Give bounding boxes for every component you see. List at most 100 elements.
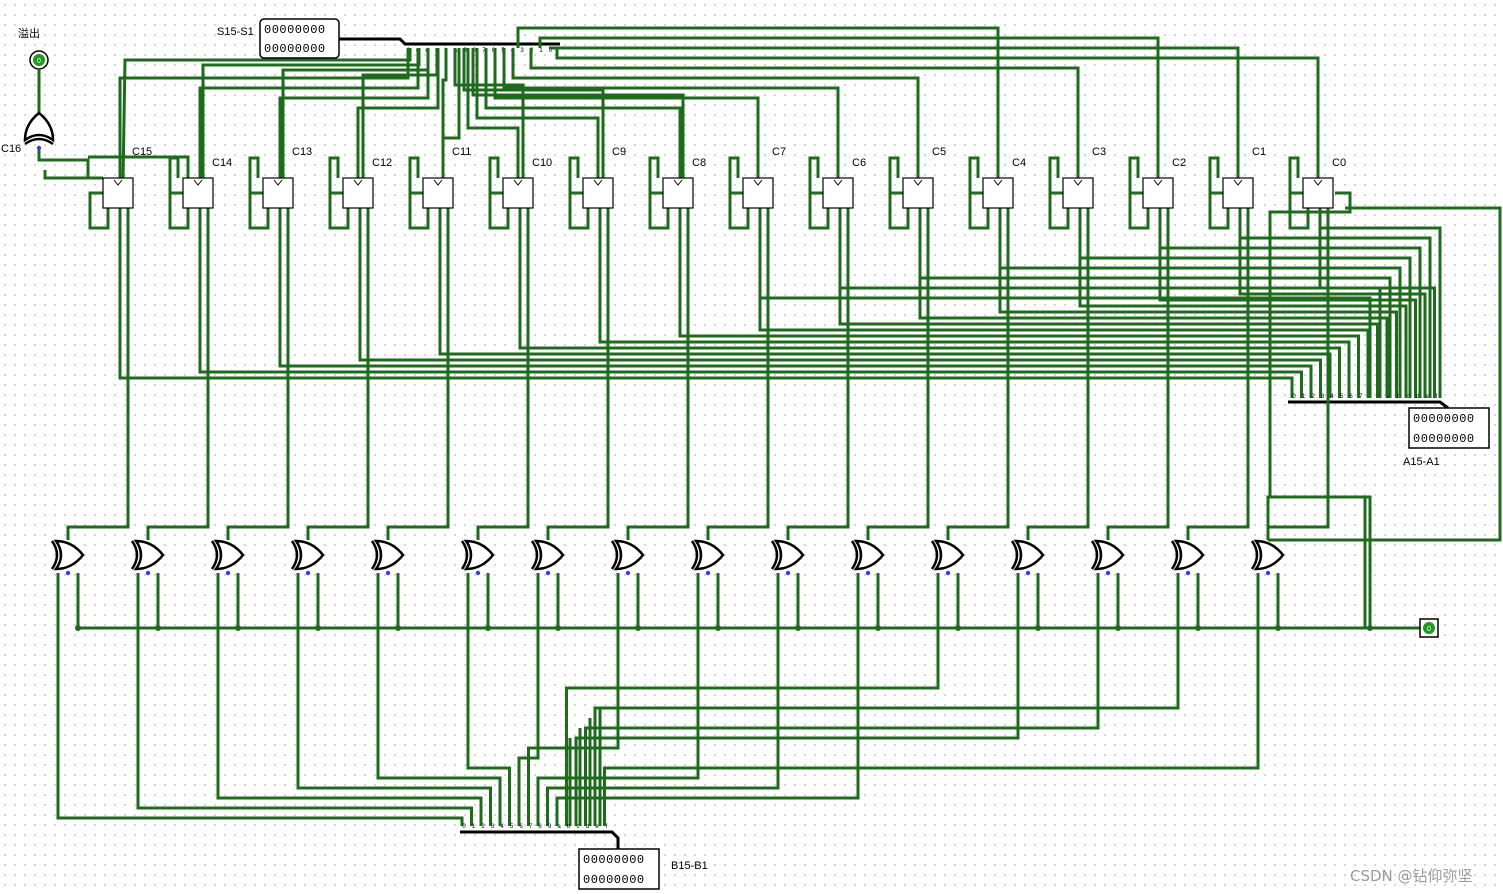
b-input-wire	[527, 573, 620, 826]
sum-wire	[484, 48, 682, 180]
sum-wire	[555, 48, 1320, 180]
splitter-pin-label: 8	[473, 48, 477, 54]
a-input-wire	[118, 208, 1294, 398]
xor-body	[613, 539, 645, 571]
carry-chain	[248, 156, 260, 193]
b-input-wire	[565, 573, 940, 826]
adder-box	[1302, 177, 1334, 209]
sum-wire	[502, 48, 840, 180]
b-xor-wire	[66, 208, 130, 540]
watermark: CSDN @钻仰弥坚	[1350, 867, 1473, 885]
full-adder-c14: C14	[182, 157, 232, 209]
b-xor-wire	[1186, 208, 1250, 540]
a-route	[1078, 208, 1412, 398]
xor-back-curve	[690, 540, 699, 570]
xor-body	[933, 539, 965, 571]
adder-clock-mark	[433, 179, 443, 186]
wire-junction	[555, 625, 561, 631]
xor-pin-dot	[785, 570, 791, 576]
xor-pin-dot	[625, 570, 631, 576]
xor-pin-dot	[225, 570, 231, 576]
overflow-led-value: 0	[37, 58, 41, 65]
xor-body	[1093, 539, 1125, 571]
a-splitter-pin: 2	[1311, 394, 1315, 400]
a-input-wire	[438, 208, 1332, 398]
adder-carry-label: C11	[452, 146, 471, 158]
b-input-wire	[216, 573, 483, 826]
carry-loop	[488, 191, 510, 230]
full-adder-c1: C1	[1222, 146, 1266, 209]
adder-box	[102, 177, 134, 209]
control-pin-value: 0	[1427, 626, 1431, 633]
xor-body	[773, 539, 805, 571]
sum-wire	[475, 48, 600, 180]
carry-chain	[968, 156, 980, 193]
sum-probe-label: S15-S1	[217, 26, 254, 38]
b-splitter-pin: e	[595, 824, 599, 830]
sum-bus	[339, 37, 560, 46]
carry-loop	[808, 191, 830, 230]
b-splitter-pin: 3	[491, 824, 495, 830]
adder-clock-mark	[913, 179, 923, 186]
full-adder-c7: C7	[742, 146, 786, 209]
full-adder-c6: C6	[822, 157, 866, 209]
b-input-pin[interactable]: 00000000 00000000	[578, 848, 660, 890]
b-input-wire	[574, 573, 1020, 826]
wire-junction	[955, 625, 961, 631]
full-adder-c10: C10	[502, 157, 552, 209]
adder-clock-mark	[513, 179, 523, 186]
b-input-wire	[593, 573, 1180, 826]
carry-chain	[1288, 156, 1300, 193]
carry-loop	[968, 191, 990, 230]
wire-junction	[715, 625, 721, 631]
b-xor-wire	[786, 208, 850, 540]
carry-loop	[328, 191, 350, 230]
b-input-wire	[296, 573, 492, 826]
c15-out-wire	[37, 150, 90, 178]
overflow-output-led[interactable]: 0	[29, 50, 49, 70]
sum-wire	[453, 48, 525, 180]
b-splitter-pin: 1	[472, 824, 476, 830]
xor-pin-dot	[385, 570, 391, 576]
adder-clock-mark	[1233, 179, 1243, 186]
sum-wire	[466, 48, 520, 180]
xor-pin-dot	[1265, 570, 1271, 576]
carry-chain	[488, 156, 500, 193]
a-input-pin[interactable]: 00000000 00000000	[1408, 407, 1490, 449]
xor-body	[373, 539, 405, 571]
full-adder-c5: C5	[902, 146, 946, 209]
full-adder-c3: C3	[1062, 146, 1106, 209]
c16-label: C16	[1, 143, 21, 155]
wire-junction	[1035, 625, 1041, 631]
a-splitter-pin: 7	[1359, 394, 1363, 400]
adder-carry-label: C9	[612, 146, 626, 158]
adder-clock-mark	[993, 179, 1003, 186]
carry-loop	[1128, 191, 1150, 230]
adder-carry-label: C14	[212, 157, 232, 169]
adder-clock-mark	[753, 179, 763, 186]
a-route	[1238, 208, 1432, 398]
adder-carry-label: C3	[1092, 146, 1106, 158]
overflow-xor-gate	[23, 111, 55, 151]
adder-clock-mark	[353, 179, 363, 186]
a-splitter-pin: 5	[1340, 394, 1344, 400]
full-adder-c13: C13	[262, 146, 312, 209]
carry-loop	[248, 191, 270, 230]
xor-gate-11	[930, 539, 965, 576]
xor-pin-dot	[1185, 570, 1191, 576]
b-xor-wire	[706, 208, 770, 540]
adder-box	[1062, 177, 1094, 209]
control-input-pin[interactable]: 0	[1419, 618, 1439, 638]
carry-chain	[888, 156, 900, 193]
b-xor-wire	[476, 208, 530, 540]
a-splitter-pin: 1	[1302, 394, 1306, 400]
adder-clock-mark	[833, 179, 843, 186]
b-splitter-pin: f	[606, 824, 608, 830]
sum-output-probe[interactable]: 00000000 00000000	[259, 18, 340, 59]
full-adder-c11: C11	[422, 146, 471, 209]
wire-junction	[635, 625, 641, 631]
b-input-wire	[584, 573, 1100, 826]
wire-junction	[1195, 625, 1201, 631]
xor-body	[133, 539, 165, 571]
